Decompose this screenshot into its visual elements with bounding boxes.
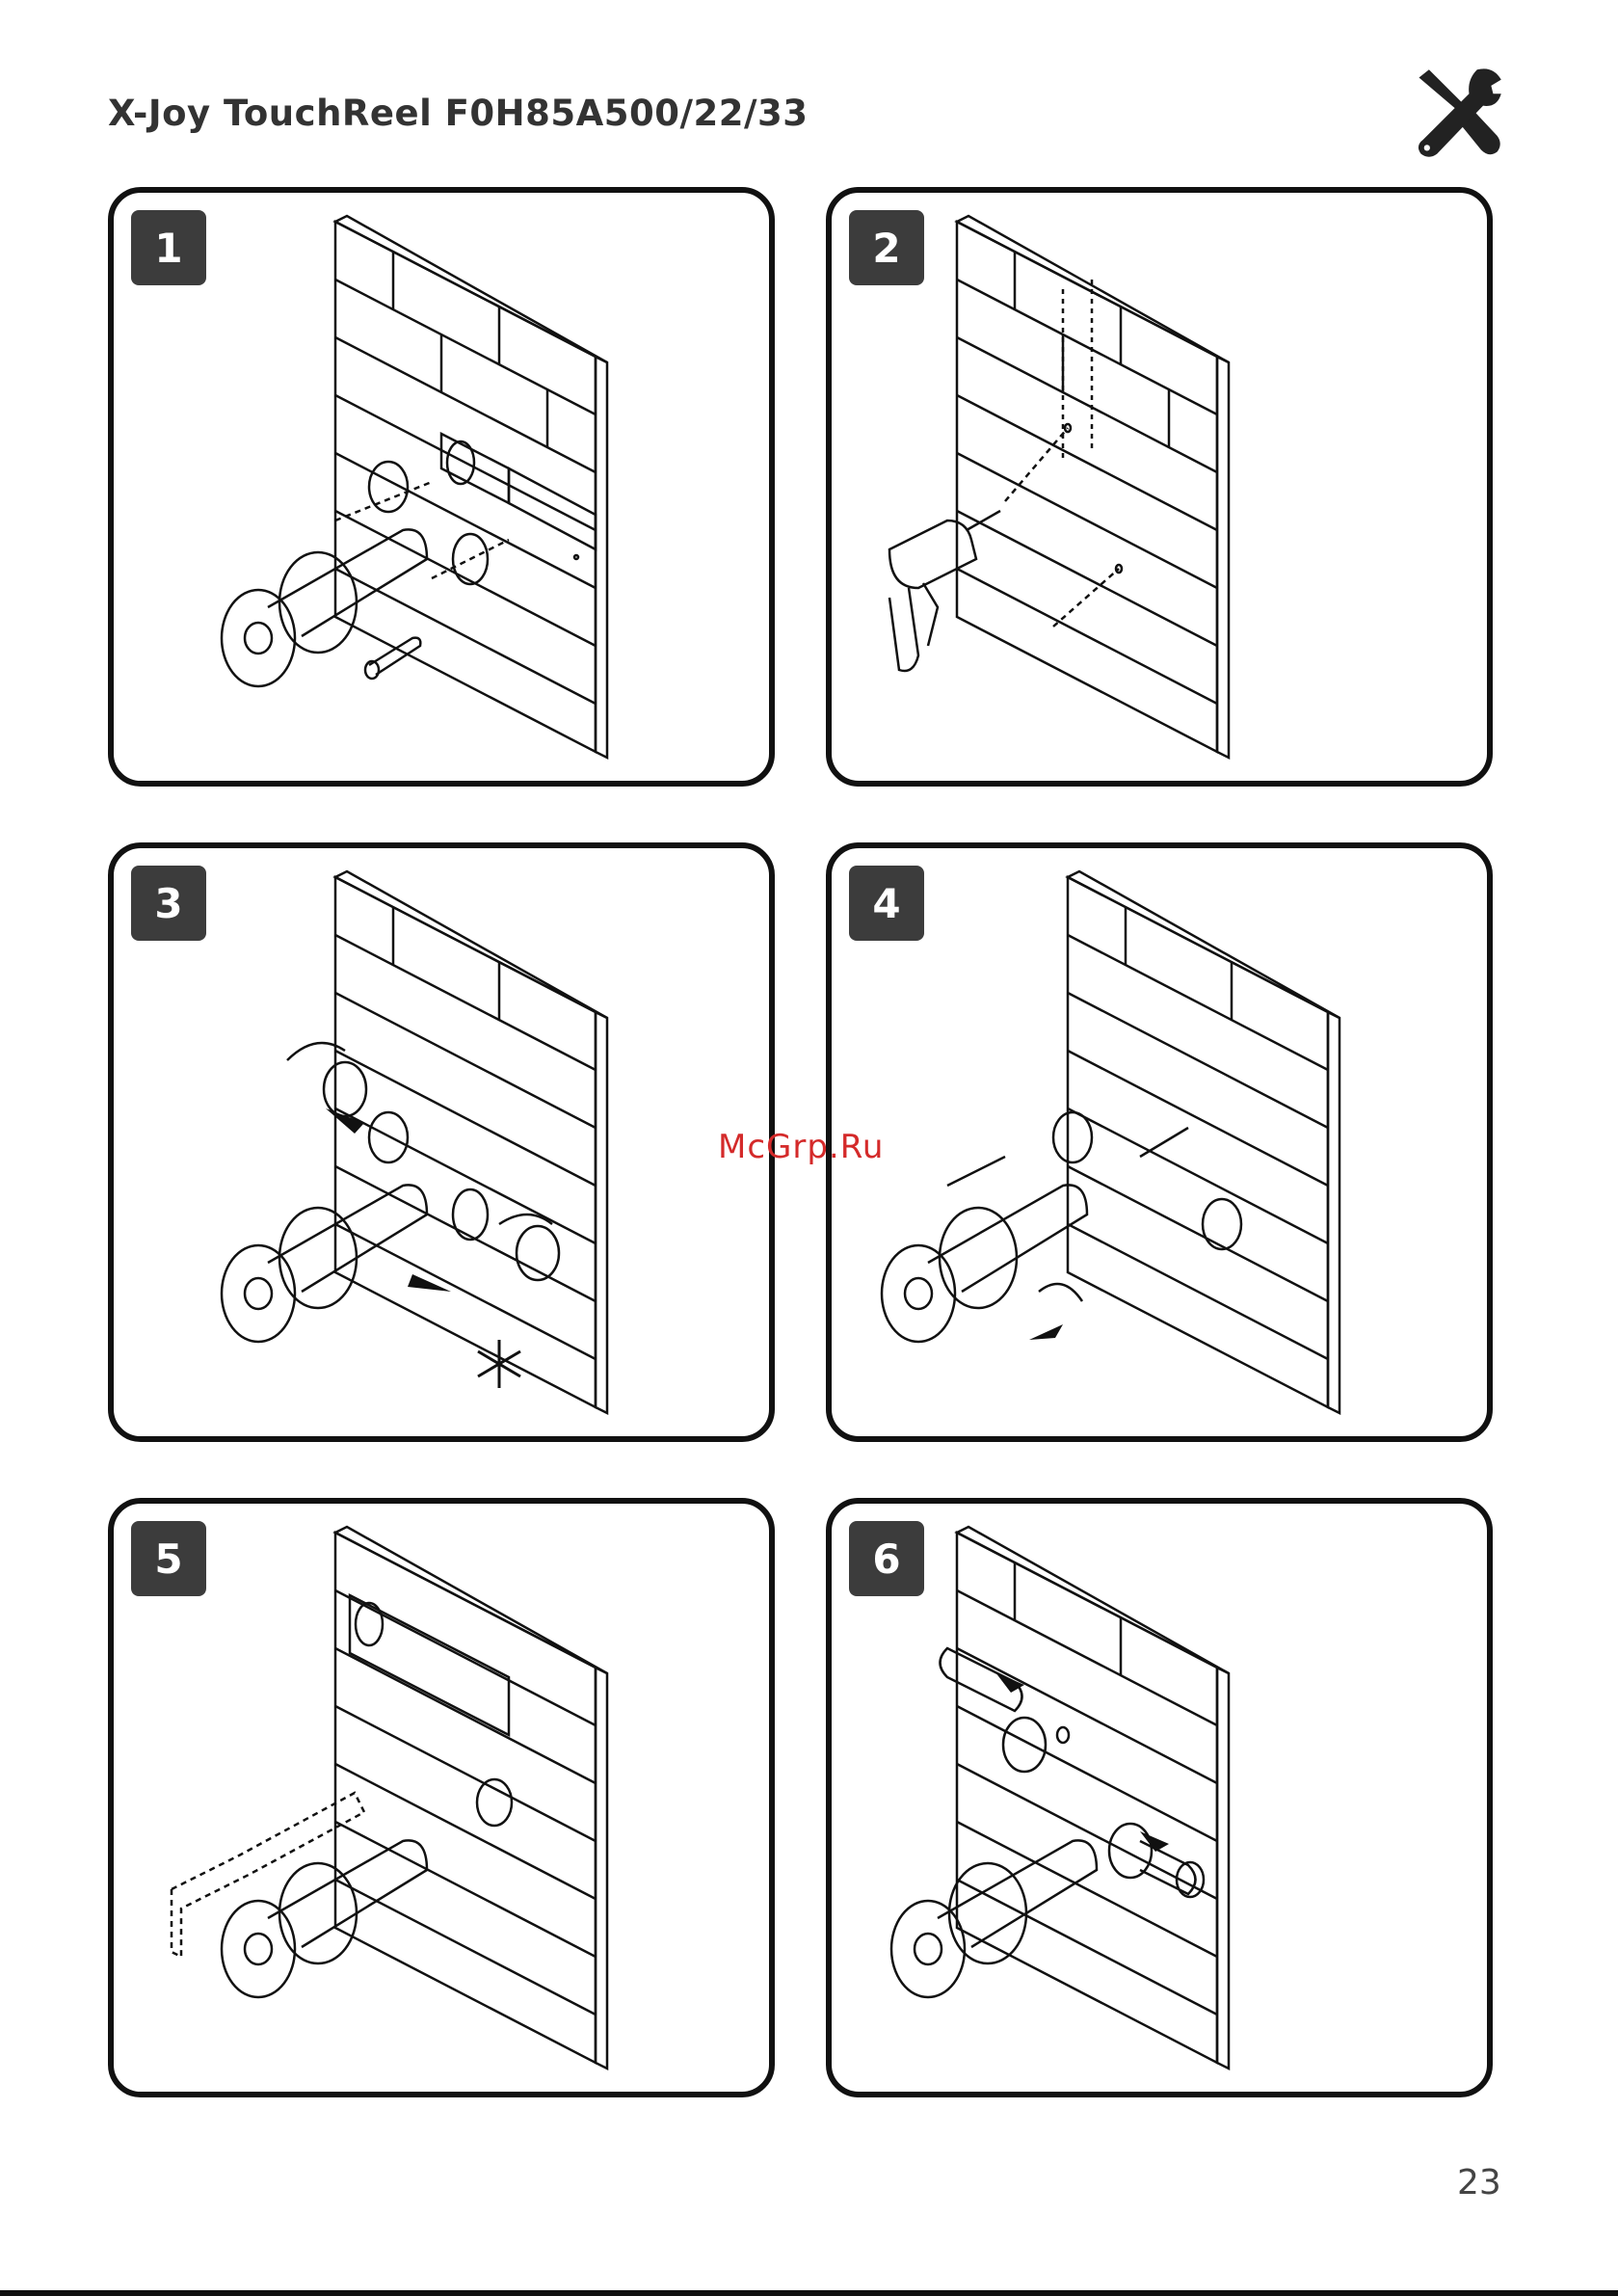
step-3-panel: 3	[108, 842, 775, 1442]
page-number: 23	[1457, 2163, 1501, 2203]
wrench-screwdriver-icon	[1407, 64, 1507, 164]
step-1-panel: 1	[108, 187, 775, 787]
step-2-illustration	[832, 193, 1487, 781]
document-title: X-Joy TouchReel F0H85A500/22/33	[108, 93, 809, 134]
step-5-panel: 5	[108, 1498, 775, 2097]
step-6-panel: 6	[826, 1498, 1493, 2097]
step-2-panel: 2	[826, 187, 1493, 787]
watermark: McGrp.Ru	[718, 1128, 884, 1166]
step-6-illustration	[832, 1504, 1487, 2092]
step-5-illustration	[114, 1504, 769, 2092]
step-4-illustration	[832, 848, 1487, 1436]
step-4-panel: 4	[826, 842, 1493, 1442]
bottom-divider	[0, 2290, 1618, 2296]
step-1-illustration	[114, 193, 769, 781]
step-3-illustration	[114, 848, 769, 1436]
